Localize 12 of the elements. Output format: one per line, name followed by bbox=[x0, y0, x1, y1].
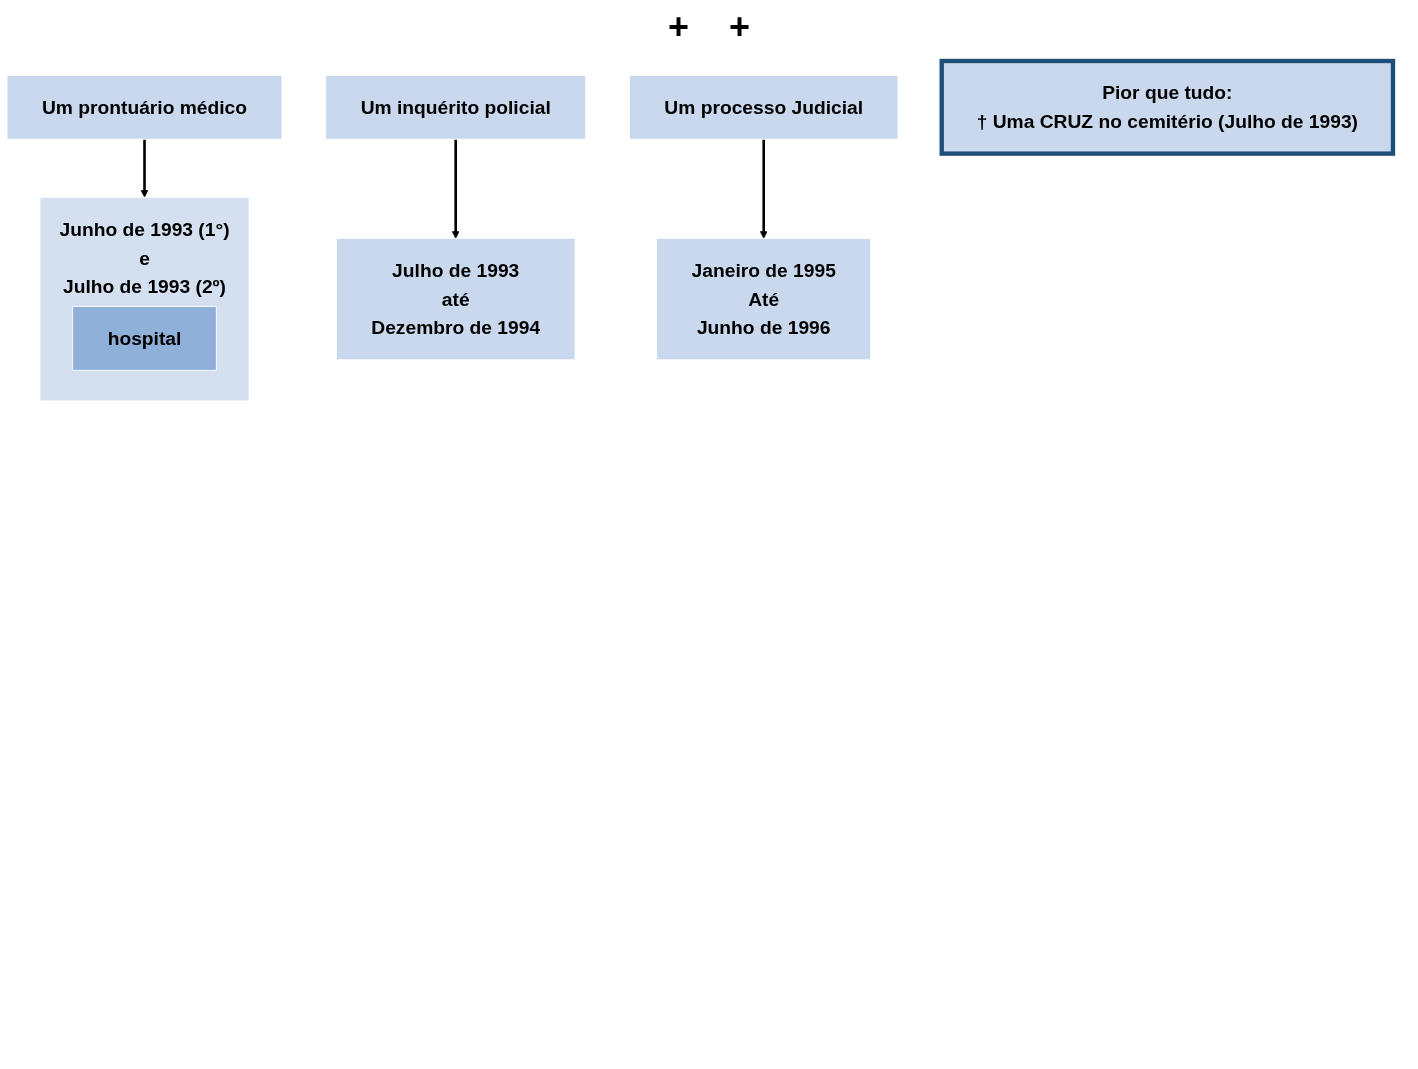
plus-sign: + bbox=[667, 6, 689, 48]
node-box: hospital bbox=[72, 306, 217, 371]
arrow bbox=[451, 139, 460, 239]
node-box: Julho de 1993 até Dezembro de 1994 bbox=[335, 237, 576, 361]
arrow bbox=[140, 139, 149, 198]
node-box: Pior que tudo: † Uma CRUZ no cemitério (Julho de 1993) bbox=[939, 58, 1396, 156]
node-box: Um inquérito policial bbox=[325, 74, 587, 140]
node-box: Um processo Judicial bbox=[628, 74, 899, 140]
arrow bbox=[759, 139, 768, 239]
node-box: Um prontuário médico bbox=[6, 74, 283, 140]
node-box: Janeiro de 1995 Até Junho de 1996 bbox=[656, 237, 872, 361]
plus-sign: + bbox=[729, 6, 751, 48]
